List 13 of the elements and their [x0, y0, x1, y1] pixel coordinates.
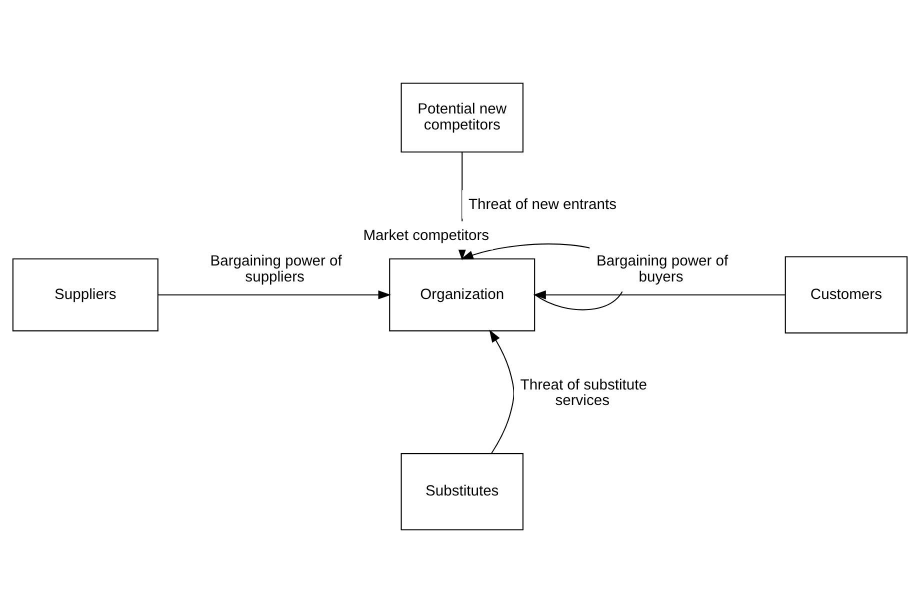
edge-label: Bargaining power of buyers [596, 253, 728, 286]
edge-label: Threat of substitute services [520, 377, 647, 410]
node-box: Suppliers [12, 258, 158, 332]
arrow [489, 330, 514, 454]
arrow [533, 290, 786, 300]
edge-label: Market competitors [363, 228, 490, 244]
arrow [158, 290, 391, 300]
node-box: Customers [784, 256, 908, 334]
edge-label: Bargaining power of suppliers [210, 253, 342, 286]
edge-label: Threat of new entrants [468, 196, 617, 213]
node-box: Substitutes [400, 453, 524, 530]
node-box: Potential new competitors [400, 82, 524, 153]
node-box: Organization [389, 258, 536, 332]
